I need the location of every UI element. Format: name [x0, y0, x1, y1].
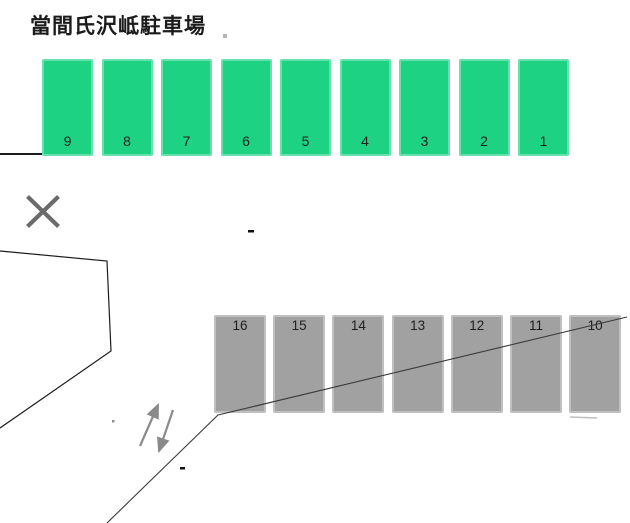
faint-mark-under-space-10 — [569, 416, 598, 419]
space-number: 4 — [361, 133, 369, 149]
stray-dash-center — [248, 230, 254, 233]
parking-space-available[interactable]: 2 — [458, 59, 510, 156]
stray-dot — [112, 420, 115, 423]
space-number: 8 — [123, 133, 131, 149]
space-number: 15 — [291, 318, 307, 333]
space-number: 12 — [469, 318, 485, 333]
space-number: 2 — [480, 133, 488, 149]
x-mark — [26, 195, 60, 228]
space-number: 1 — [539, 133, 548, 149]
parking-space-occupied: 11 — [510, 315, 562, 413]
space-number: 9 — [63, 133, 72, 149]
parking-space-occupied: 16 — [214, 315, 266, 413]
arrow-up-icon — [138, 402, 160, 447]
parking-space-available[interactable]: 7 — [161, 59, 212, 156]
parking-space-occupied: 14 — [332, 315, 385, 413]
road-boundary-left — [0, 250, 112, 429]
stray-mark-title — [223, 34, 227, 38]
space-number: 16 — [232, 318, 248, 333]
parking-space-occupied: 12 — [450, 315, 503, 413]
space-number: 11 — [528, 318, 543, 333]
stray-dash-lower — [180, 467, 185, 470]
space-number: 5 — [301, 133, 310, 149]
space-number: 13 — [410, 318, 426, 333]
parking-space-available[interactable]: 1 — [518, 59, 569, 156]
traffic-arrows — [138, 402, 175, 454]
parking-space-occupied: 13 — [391, 315, 444, 413]
parking-space-available[interactable]: 4 — [339, 59, 391, 156]
parking-space-available[interactable]: 5 — [280, 59, 331, 156]
parking-space-occupied: 15 — [273, 315, 326, 413]
space-number: 6 — [242, 133, 250, 149]
parking-space-available[interactable]: 8 — [101, 59, 153, 156]
parking-space-occupied: 10 — [569, 315, 622, 413]
space-number: 14 — [350, 318, 366, 333]
arrow-down-icon — [157, 409, 175, 454]
parking-space-available[interactable]: 3 — [399, 59, 450, 156]
space-number: 10 — [587, 318, 603, 333]
page-title: 當間氏沢岻駐車場 — [30, 15, 206, 38]
parking-space-available[interactable]: 9 — [42, 59, 93, 156]
space-number: 3 — [420, 133, 429, 149]
parking-space-available[interactable]: 6 — [220, 59, 272, 156]
space-number: 7 — [182, 133, 191, 149]
